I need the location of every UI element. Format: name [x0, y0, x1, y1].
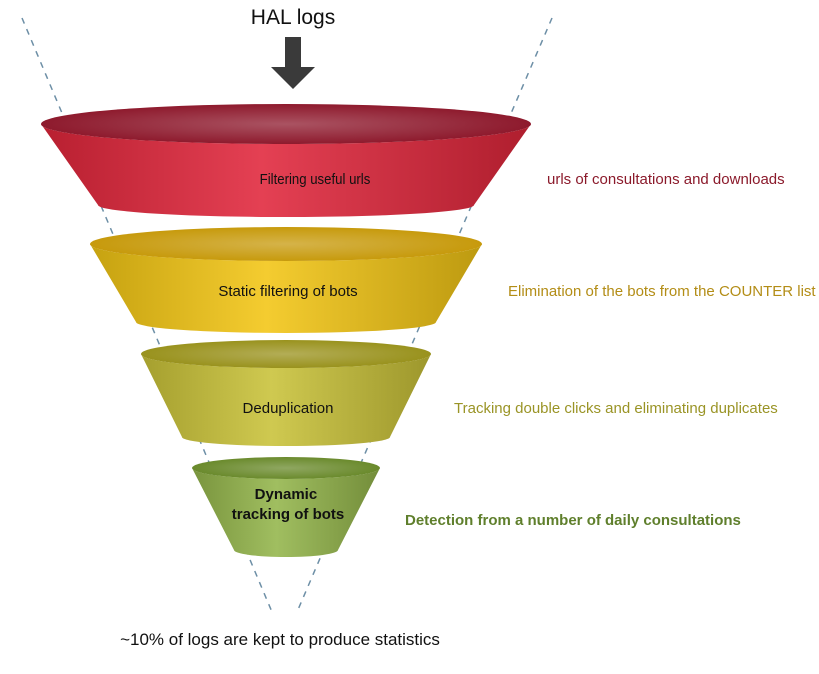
layer-2-description: Elimination of the bots from the COUNTER… — [508, 283, 816, 300]
funnel-layer-2-body — [90, 244, 482, 333]
layer-1-description: urls of consultations and downloads — [547, 171, 785, 188]
funnel-layer-2-rim — [90, 227, 482, 261]
funnel-layer-2: Static filtering of bots Elimination of … — [218, 283, 816, 300]
layer-3-description: Tracking double clicks and eliminating d… — [454, 400, 778, 417]
layer-1-label: Filtering useful urls — [260, 170, 371, 187]
down-arrow-icon — [271, 37, 315, 89]
input-label: HAL logs — [251, 6, 335, 29]
layer-4-description: Detection from a number of daily consult… — [405, 512, 741, 529]
funnel-layer-1-rim — [41, 104, 531, 144]
funnel-layer-4: Dynamic tracking of bots Detection from … — [232, 486, 741, 529]
layer-4-label-line-1: Dynamic — [255, 486, 318, 503]
funnel-layer-1: Filtering useful urls urls of consultati… — [260, 170, 785, 188]
output-label: ~10% of logs are kept to produce statist… — [120, 630, 440, 649]
funnel-layer-1-body — [41, 124, 531, 217]
layer-4-label: Dynamic tracking of bots — [232, 486, 345, 523]
layer-4-label-line-2: tracking of bots — [232, 506, 345, 523]
layer-3-label: Deduplication — [243, 400, 334, 417]
funnel-layer-4-rim — [192, 457, 380, 479]
funnel-layer-3: Deduplication Tracking double clicks and… — [243, 400, 778, 417]
funnel-layer-4-body — [192, 468, 380, 557]
funnel-layer-3-body — [141, 354, 431, 446]
funnel-layer-3-rim — [141, 340, 431, 368]
layer-2-label: Static filtering of bots — [218, 283, 357, 300]
